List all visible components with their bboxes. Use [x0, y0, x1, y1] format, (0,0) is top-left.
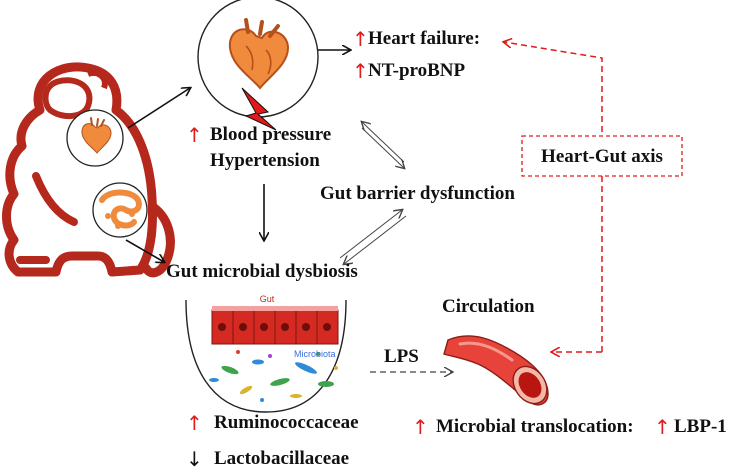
arrow-monkey-to-dysbiosis — [125, 239, 164, 262]
heart-failure-label: Heart failure: — [368, 28, 480, 49]
microbial-translocation-label: Microbial translocation: — [436, 416, 634, 437]
microbes — [209, 350, 338, 402]
blood-vessel-icon — [443, 335, 549, 406]
gut-dysbiosis-label: Gut microbial dysbiosis — [166, 261, 358, 282]
ruminococcaceae-up-arrow: ↑ — [186, 411, 203, 435]
lps-label: LPS — [384, 346, 419, 367]
blood-pressure-label: Blood pressure — [210, 124, 331, 145]
heart-gut-axis-box — [521, 135, 683, 177]
arrow-dysbiosis-barrier-bidirectional — [339, 210, 407, 264]
arrow-monkey-to-heart — [127, 88, 190, 129]
monkey-icon — [2, 62, 175, 278]
lbp1-up-arrow: ↑ — [654, 415, 671, 439]
lactobacillaceae-down-arrow: ↓ — [186, 447, 203, 471]
heart-icon — [81, 117, 112, 154]
nt-probnp-up-arrow: ↑ — [352, 59, 369, 83]
monkey-intestine-inset — [92, 182, 148, 238]
lactobacillaceae-label: Lactobacillaceae — [214, 448, 349, 469]
nt-probnp-label: NT-proBNP — [368, 60, 466, 81]
arrow-bp-barrier-bidirectional — [362, 122, 404, 168]
heart-failure-up-arrow: ↑ — [352, 27, 369, 51]
intestine-icon — [99, 189, 142, 229]
gut-barrier-label: Gut barrier dysfunction — [320, 183, 515, 204]
lightning-icon — [241, 87, 277, 131]
monkey-heart-inset — [66, 109, 124, 167]
gut-small-label: Gut — [260, 294, 275, 304]
gut-microbiota-icon — [185, 299, 347, 413]
blood-pressure-up-arrow: ↑ — [186, 123, 203, 147]
hypertension-label: Hypertension — [210, 150, 320, 171]
translocation-up-arrow: ↑ — [412, 415, 429, 439]
circulation-label: Circulation — [442, 296, 535, 317]
heart-gut-axis-label: Heart-Gut axis — [541, 146, 663, 167]
microbiota-small-label: Microbiota — [294, 349, 336, 359]
heart-icon — [228, 18, 290, 90]
ruminococcaceae-label: Ruminococcaceae — [214, 412, 359, 433]
villi-row — [211, 306, 339, 345]
heart-gut-axis-loop — [504, 42, 603, 352]
heart-circle — [197, 0, 319, 118]
lbp1-label: LBP-1 — [674, 416, 727, 437]
